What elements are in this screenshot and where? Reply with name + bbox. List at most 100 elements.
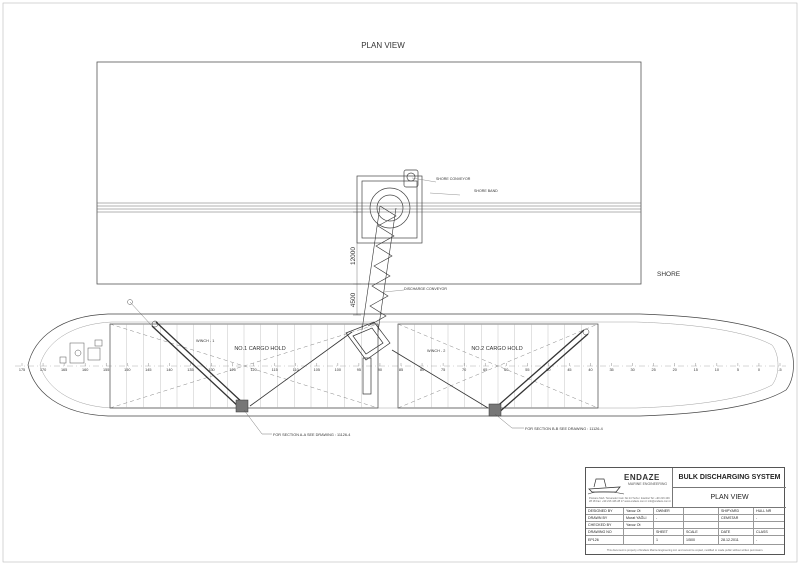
scale-value: 1/500 xyxy=(684,536,719,544)
frame-number: 175 xyxy=(19,368,25,372)
blank-cell xyxy=(654,522,684,528)
company-subtitle: MARINE ENGINEERING xyxy=(628,482,668,486)
discharge-conveyor xyxy=(361,205,397,333)
frame-number: 170 xyxy=(40,368,46,372)
shore-conveyor-label: SHORE CONVEYOR xyxy=(436,177,471,181)
receiving-hopper xyxy=(345,321,391,395)
frame-number: -5 xyxy=(778,368,781,372)
frame-number: 55 xyxy=(525,368,529,372)
sheet-value: 1 xyxy=(654,536,684,544)
frame-number: 40 xyxy=(588,368,592,372)
frame-number: 70 xyxy=(462,368,466,372)
date-value: 28.12.2011 xyxy=(719,536,754,544)
frame-number: 110 xyxy=(293,368,299,372)
shipyard-name: CEMSTAR xyxy=(719,515,754,521)
winch-2-label: WINCH - 2 xyxy=(427,349,445,353)
frame-number: 95 xyxy=(357,368,361,372)
blank-cell xyxy=(624,529,654,535)
frame-number: 140 xyxy=(166,368,172,372)
copyright-note: This document is property of Endaze Mari… xyxy=(606,549,764,552)
class-label: CLASS xyxy=(756,530,768,534)
frame-number: 15 xyxy=(694,368,698,372)
title-block-grid: DESIGNED BY Yavuz Ot OWNER SHIPYARD HULL… xyxy=(586,508,784,545)
frame-number: 25 xyxy=(652,368,656,372)
drawing-no-label: DRAWING NO xyxy=(586,529,624,535)
frame-number: 145 xyxy=(145,368,151,372)
sheet-title: PLAN VIEW xyxy=(673,488,786,508)
scale-label: SCALE xyxy=(684,529,719,535)
frame-number: 75 xyxy=(441,368,445,372)
frame-number: 100 xyxy=(335,368,341,372)
date-label: DATE xyxy=(719,529,754,535)
shore-band xyxy=(97,202,641,213)
hold-2-label: NO.2 CARGO HOLD xyxy=(471,346,522,352)
frame-number: 45 xyxy=(567,368,571,372)
company-name: ENDAZE xyxy=(624,473,660,482)
project-title: BULK DISCHARGING SYSTEM xyxy=(673,468,786,488)
title-row-designed: DESIGNED BY Yavuz Ot OWNER SHIPYARD HULL… xyxy=(586,508,784,515)
frame-number: 105 xyxy=(314,368,320,372)
sheet-label: SHEET xyxy=(654,529,684,535)
frame-number: 150 xyxy=(124,368,130,372)
designed-by-value: Yavuz Ot xyxy=(624,508,654,514)
hull-nr-label: HULL NR xyxy=(756,509,772,513)
hold-1-label: NO.1 CARGO HOLD xyxy=(234,346,285,352)
crane-base xyxy=(151,320,590,417)
title-row-values: EP126 1 1/500 28.12.2011 - xyxy=(586,536,784,545)
blank-cell xyxy=(719,522,754,528)
frame-number: 10 xyxy=(715,368,719,372)
frame-number: 160 xyxy=(82,368,88,372)
frame-number: 35 xyxy=(609,368,613,372)
blank-cell xyxy=(624,536,654,544)
blank-cell xyxy=(684,522,719,528)
frame-number: 60 xyxy=(504,368,508,372)
dimension-12000: 12000 xyxy=(350,247,357,265)
frame-number: 155 xyxy=(103,368,109,372)
drawing-no-value: EP126 xyxy=(586,536,624,544)
shipyard-label: SHIPYARD xyxy=(719,508,754,514)
section-bb-note: FOR SECTION B-B SEE DRAWING : 11126-4 xyxy=(525,427,603,431)
frame-number: 115 xyxy=(272,368,278,372)
frame-number: 120 xyxy=(250,368,256,372)
section-aa-note: FOR SECTION A-A SEE DRAWING : 11126-4 xyxy=(273,433,350,437)
dimension-lines xyxy=(353,211,361,316)
owner-label: OWNER xyxy=(654,508,684,514)
blank-cell xyxy=(754,522,784,528)
title-row-checked: CHECKED BY Yavuz Ot xyxy=(586,522,784,529)
frame-number: 0 xyxy=(758,368,760,372)
frame-number: 85 xyxy=(399,368,403,372)
ship-hull xyxy=(27,313,794,417)
company-address: Postane Mah. Tersaneler Cad. No:14 Tuzla… xyxy=(589,497,672,503)
title-row-drawn: DRAWN BY Murat YAĞLI - CEMSTAR - xyxy=(586,515,784,522)
hull-nr-value: - xyxy=(756,516,758,520)
plan-view-title: PLAN VIEW xyxy=(361,41,405,50)
mooring-bollard xyxy=(127,299,133,305)
frame-number: 90 xyxy=(378,368,382,372)
checked-by-label: CHECKED BY xyxy=(586,522,624,528)
shore-conveyor-tower xyxy=(356,169,423,244)
company-logo: ENDAZE MARINE ENGINEERING Postane Mah. T… xyxy=(586,468,673,508)
owner-name: - xyxy=(654,515,684,521)
crane-booms xyxy=(151,321,589,415)
frame-number: 80 xyxy=(420,368,424,372)
checked-by-value: Yavuz Ot xyxy=(624,522,654,528)
frame-number: 125 xyxy=(229,368,235,372)
owner-value xyxy=(684,508,719,514)
hold-diagonals xyxy=(109,323,599,409)
frame-number: 5 xyxy=(737,368,739,372)
owner-name-extra xyxy=(684,515,719,521)
dimension-4500: 4500 xyxy=(350,292,357,307)
shore-area xyxy=(96,61,642,285)
title-row-headers: DRAWING NO SHEET SCALE DATE CLASS xyxy=(586,529,784,536)
frame-number: 130 xyxy=(208,368,214,372)
discharge-conveyor-label: DISCHARGE CONVEYOR xyxy=(404,287,447,291)
drawn-by-label: DRAWN BY xyxy=(586,515,624,521)
designed-by-label: DESIGNED BY xyxy=(586,508,624,514)
title-block: ENDAZE MARINE ENGINEERING Postane Mah. T… xyxy=(585,467,786,555)
frame-number: 20 xyxy=(673,368,677,372)
frame-number: 165 xyxy=(61,368,67,372)
frame-number: 30 xyxy=(630,368,634,372)
